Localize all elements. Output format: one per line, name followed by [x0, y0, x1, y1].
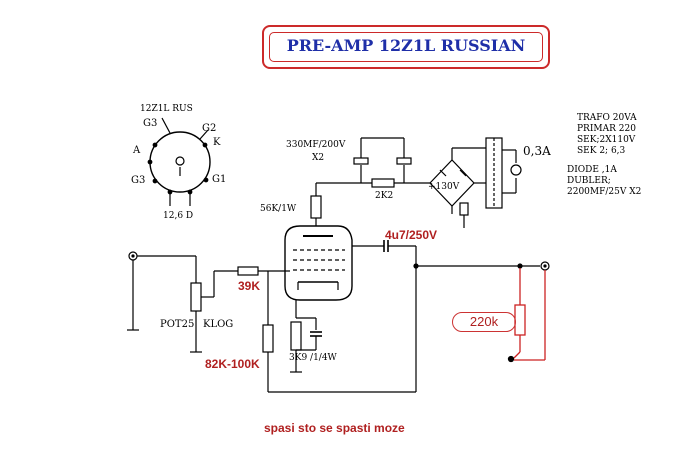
filter-capacitors [353, 137, 412, 183]
r-load-label: 220k [452, 312, 516, 332]
power-supply [429, 137, 522, 228]
pot-label: POT25 [160, 319, 195, 330]
resistor-cathode [290, 321, 302, 351]
resistor-82k [262, 324, 274, 353]
note-line: SEK;2X110V [577, 135, 636, 145]
pin-k: K [213, 137, 221, 148]
r-2k2-label: 2K2 [375, 191, 394, 201]
notes-block: TRAFO 20VA PRIMAR 220 SEK;2X110V SEK 2; … [577, 113, 637, 157]
potentiometer [190, 256, 238, 353]
pin-g1: G1 [212, 174, 227, 185]
title-frame: PRE-AMP 12Z1L RUSSIAN [262, 25, 550, 69]
title-frame-inner [269, 32, 543, 62]
b-plus-label: +130V [428, 182, 460, 192]
load-resistor [507, 268, 546, 363]
c-out-label: 4u7/250V [385, 228, 438, 242]
note-line: TRAFO 20VA [577, 113, 637, 123]
tube-symbol [284, 225, 353, 301]
ac-out-label: 0,3A [523, 144, 551, 158]
heater-label: 12,6 D [163, 211, 194, 221]
resistor-2k2 [371, 178, 395, 188]
note-line: PRIMAR 220 [577, 124, 636, 134]
filter-caps-count: X2 [312, 153, 325, 163]
tube-name: 12Z1L RUS [140, 104, 193, 114]
footer-text: spasi sto se spasti moze [264, 421, 405, 435]
r-grid-leak-label: 82K-100K [205, 357, 260, 371]
pin-g3-top: G3 [143, 118, 158, 129]
notes-block-2: DIODE ,1A DUBLER; 2200MF/25V X2 [567, 165, 641, 198]
pot-taper-label: KLOG [203, 319, 234, 330]
page-title: PRE-AMP 12Z1L RUSSIAN [286, 36, 526, 55]
pin-g3-bottom: G3 [131, 175, 146, 186]
resistor-39k [237, 266, 259, 276]
pin-a: A [133, 145, 141, 156]
r-grid-label: 39K [238, 279, 261, 293]
note-line: 2200MF/25V X2 [567, 187, 642, 197]
input-jack [127, 251, 196, 331]
r-cathode-label: 3K9 /1/4W [289, 353, 337, 363]
pin-g2: G2 [202, 123, 217, 134]
filter-caps-label: 330MF/200V [286, 140, 346, 150]
note-line: DIODE ,1A [567, 165, 617, 175]
note-line: DUBLER; [567, 176, 611, 186]
resistor-56k [310, 195, 322, 219]
r-56k-label: 56K/1W [260, 204, 297, 214]
note-line: SEK 2; 6,3 [577, 146, 626, 156]
tube-socket [147, 117, 211, 206]
